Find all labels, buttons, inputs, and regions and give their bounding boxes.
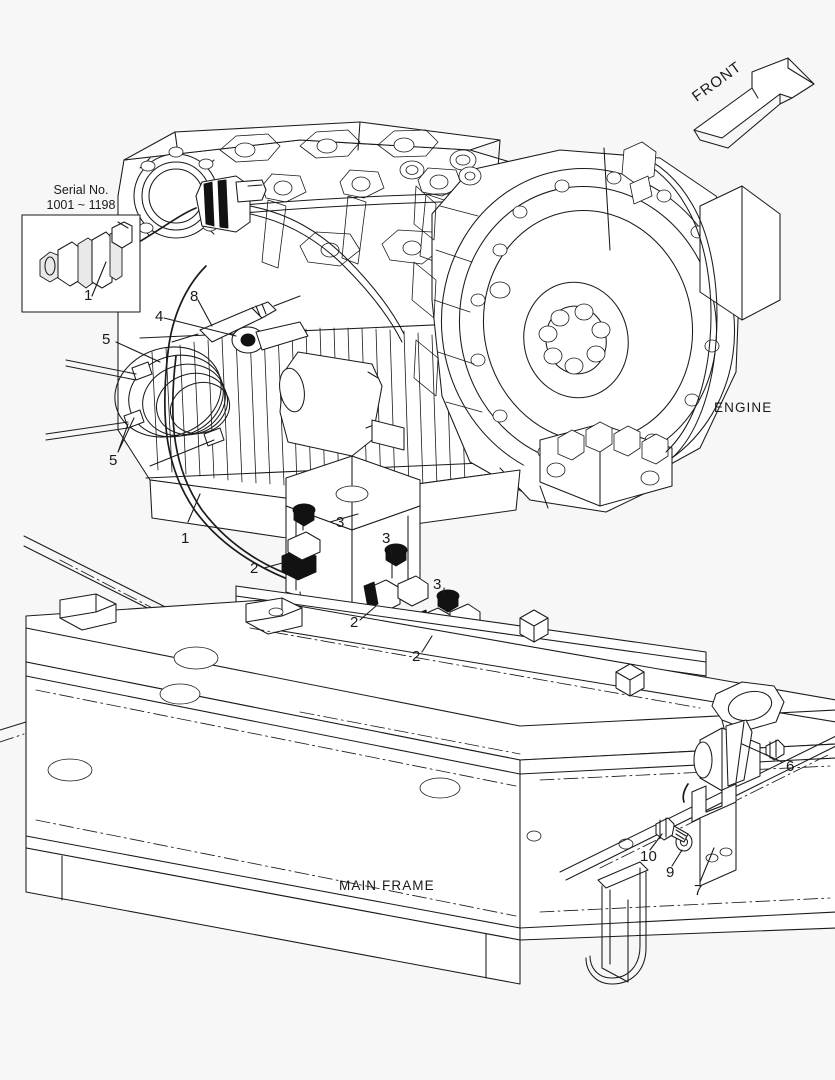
harness-grommet	[195, 175, 267, 233]
bolt-10	[655, 817, 689, 843]
frame-leg	[585, 861, 649, 985]
screw-6	[765, 739, 785, 761]
upper-sensor	[621, 141, 657, 205]
callout-6-screw: 6	[786, 758, 795, 775]
callout-5-clamp-upper: 5	[102, 331, 111, 348]
injection-pump	[539, 421, 673, 507]
serial-inset-box	[21, 214, 141, 313]
callout-2-clamp-a: 2	[250, 560, 259, 577]
frame-boss-a	[245, 597, 303, 635]
flywheel-housing	[431, 149, 781, 513]
callout-9-washer: 9	[666, 864, 675, 881]
leader-lines	[59, 265, 783, 883]
callout-8-sensor: 8	[190, 288, 199, 305]
main-frame-label: MAIN FRAME	[339, 878, 435, 893]
serial-inset-callout-1: 1	[84, 287, 93, 304]
callout-3-bolt-b: 3	[382, 530, 391, 547]
callout-4-bracket: 4	[155, 308, 164, 325]
hex-nut-a	[519, 609, 549, 643]
starter-motor	[279, 351, 405, 457]
tie-wrap-upper	[131, 361, 153, 381]
frame-boss-b	[59, 593, 117, 631]
sensor-8	[171, 295, 301, 343]
callout-2-clamp-c: 2	[412, 648, 421, 665]
hex-nut-b	[615, 663, 645, 697]
front-arrow: FRONT	[688, 54, 820, 154]
clamp-2-a	[281, 503, 321, 581]
callout-3-bolt-c: 3	[433, 576, 442, 593]
bracket-7	[691, 783, 737, 887]
callout-7-bracket: 7	[694, 882, 703, 899]
callout-3-bolt-a: 3	[336, 514, 345, 531]
bracket-4	[231, 321, 309, 354]
callout-1-harness-left: 1	[181, 530, 190, 547]
clamp-2-b	[363, 543, 429, 613]
inset-sensor-part	[39, 221, 133, 297]
solenoid-assembly	[655, 681, 785, 887]
callout-5-clamp-lower: 5	[109, 452, 118, 469]
callout-10-bolt: 10	[640, 848, 658, 865]
serial-inset-title-line2: 1001 ~ 1198	[46, 198, 116, 212]
callout-2-clamp-b: 2	[350, 614, 359, 631]
serial-inset-title-line1: Serial No.	[53, 183, 109, 197]
engine-label: ENGINE	[714, 400, 773, 415]
